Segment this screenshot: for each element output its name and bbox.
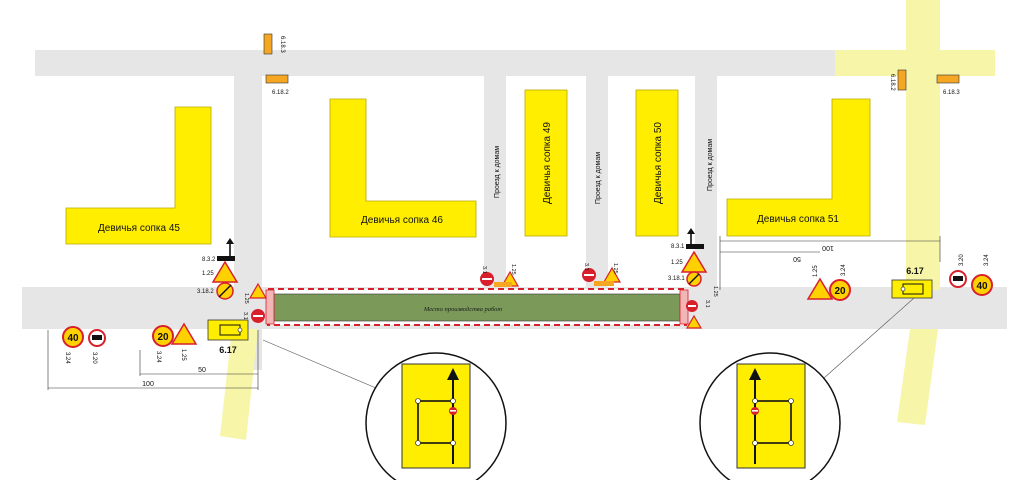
sign-6-18-3-top: 6.18.3 — [263, 33, 285, 55]
building-50 — [635, 89, 679, 237]
svg-text:6.18.2: 6.18.2 — [889, 74, 895, 91]
signs-mid-1: 3.1 1.25 — [480, 264, 520, 287]
sign-1-25-left: 1.25 — [202, 260, 239, 283]
work-zone-left-end — [265, 289, 275, 325]
svg-text:1.25: 1.25 — [612, 263, 618, 274]
svg-text:3.24: 3.24 — [64, 352, 70, 364]
road-vertical-4 — [695, 50, 717, 290]
signs-zone-left: 1.25 3.1 — [242, 282, 268, 323]
building-49 — [524, 89, 568, 237]
signs-far-west: 40 3.24 3.20 — [62, 326, 106, 364]
detour-vertical-east-top — [906, 0, 940, 290]
svg-text:1.25: 1.25 — [712, 286, 718, 297]
building-label-50: Девичья сопка 50 — [653, 122, 664, 204]
detour-sign-callout-right — [699, 352, 841, 480]
detour-route — [220, 0, 995, 440]
building-label-49: Девичья сопка 49 — [542, 122, 553, 204]
svg-text:3.1: 3.1 — [583, 263, 589, 271]
sign-3-18-2: 3.18.2 — [197, 282, 234, 300]
svg-text:3.1: 3.1 — [704, 300, 710, 308]
detour-sign-west: 6.17 — [207, 319, 249, 355]
dimensions-west — [47, 330, 259, 390]
sign-6-18-2-right: 6.18.2 — [889, 69, 907, 91]
detour-sign-callout-left — [365, 352, 507, 480]
sign-3-18-1: 3.18.1 — [668, 271, 702, 287]
passage-label-2: Проезд к домам — [595, 152, 602, 204]
buildings — [65, 89, 871, 245]
building-label-45: Девичья сопка 45 — [98, 223, 180, 234]
callout-leaders — [262, 297, 915, 395]
passage-label-3: Проезд к домам — [707, 139, 714, 191]
svg-text:1.25: 1.25 — [202, 271, 214, 277]
detour-sign-west-label: 6.17 — [219, 345, 237, 355]
svg-text:8.3.1: 8.3.1 — [671, 244, 685, 250]
dimensions-east — [719, 236, 941, 290]
svg-text:1.25: 1.25 — [671, 260, 683, 266]
svg-text:3.24: 3.24 — [155, 351, 161, 363]
svg-text:1.25: 1.25 — [243, 293, 249, 304]
svg-text:3.1: 3.1 — [481, 266, 487, 274]
detour-vertical-east-bottom — [897, 329, 938, 425]
detour-vertical-west-bottom — [220, 329, 258, 440]
road-vertical-3 — [586, 50, 608, 290]
distance-east-50: 50 — [793, 255, 801, 262]
svg-text:6.18.2: 6.18.2 — [272, 90, 289, 96]
svg-text:3.24: 3.24 — [841, 264, 847, 276]
svg-text:8.3.2: 8.3.2 — [202, 257, 216, 263]
signs-zone-right: 3.1 1.25 — [685, 286, 718, 329]
road-vertical-2 — [484, 50, 506, 290]
svg-text:1.25: 1.25 — [813, 265, 819, 277]
svg-text:3.24: 3.24 — [984, 254, 990, 266]
sign-8-3-2: 8.3.2 — [202, 238, 235, 263]
distance-west-100: 100 — [142, 381, 154, 388]
distance-east-100: 100 — [822, 244, 834, 251]
building-label-51: Девичья сопка 51 — [757, 214, 839, 225]
speed-sign-east-work: 20 — [834, 286, 846, 297]
work-zone: Место производства работ — [265, 288, 689, 326]
sign-8-3-1: 8.3.1 — [671, 228, 704, 250]
svg-text:3.20: 3.20 — [959, 254, 965, 266]
svg-text:3.20: 3.20 — [91, 352, 97, 364]
building-46 — [329, 98, 477, 238]
svg-text:6.18.3: 6.18.3 — [943, 90, 960, 96]
work-zone-label: Место производства работ — [423, 306, 502, 313]
signs-mid-2: 3.1 1.25 — [582, 263, 622, 286]
building-51 — [726, 98, 871, 237]
signs-west-approach: 20 3.24 1.25 — [152, 322, 198, 363]
passage-label-1: Проезд к домам — [494, 146, 501, 198]
svg-text:1.25: 1.25 — [180, 349, 186, 361]
signs-east-approach: 20 1.25 3.24 — [806, 264, 851, 301]
svg-text:3.18.1: 3.18.1 — [668, 276, 685, 282]
speed-sign-west-work: 20 — [157, 332, 169, 343]
svg-text:1.25: 1.25 — [510, 264, 516, 275]
svg-text:6.18.3: 6.18.3 — [279, 36, 285, 53]
speed-sign-far-west: 40 — [67, 333, 79, 344]
svg-text:3.18.2: 3.18.2 — [197, 289, 214, 295]
svg-text:3.1: 3.1 — [242, 312, 248, 320]
sign-6-18-2-top: 6.18.2 — [265, 74, 289, 96]
detour-sign-east-label: 6.17 — [906, 266, 924, 276]
sign-6-18-3-right: 6.18.3 — [936, 74, 960, 96]
distance-west-50: 50 — [198, 367, 206, 374]
building-label-46: Девичья сопка 46 — [361, 215, 443, 226]
detour-sign-east: 6.17 — [891, 266, 933, 299]
building-45 — [65, 106, 212, 245]
speed-sign-far-east: 40 — [976, 281, 988, 292]
signs-far-east: 40 3.20 3.24 — [949, 254, 993, 296]
